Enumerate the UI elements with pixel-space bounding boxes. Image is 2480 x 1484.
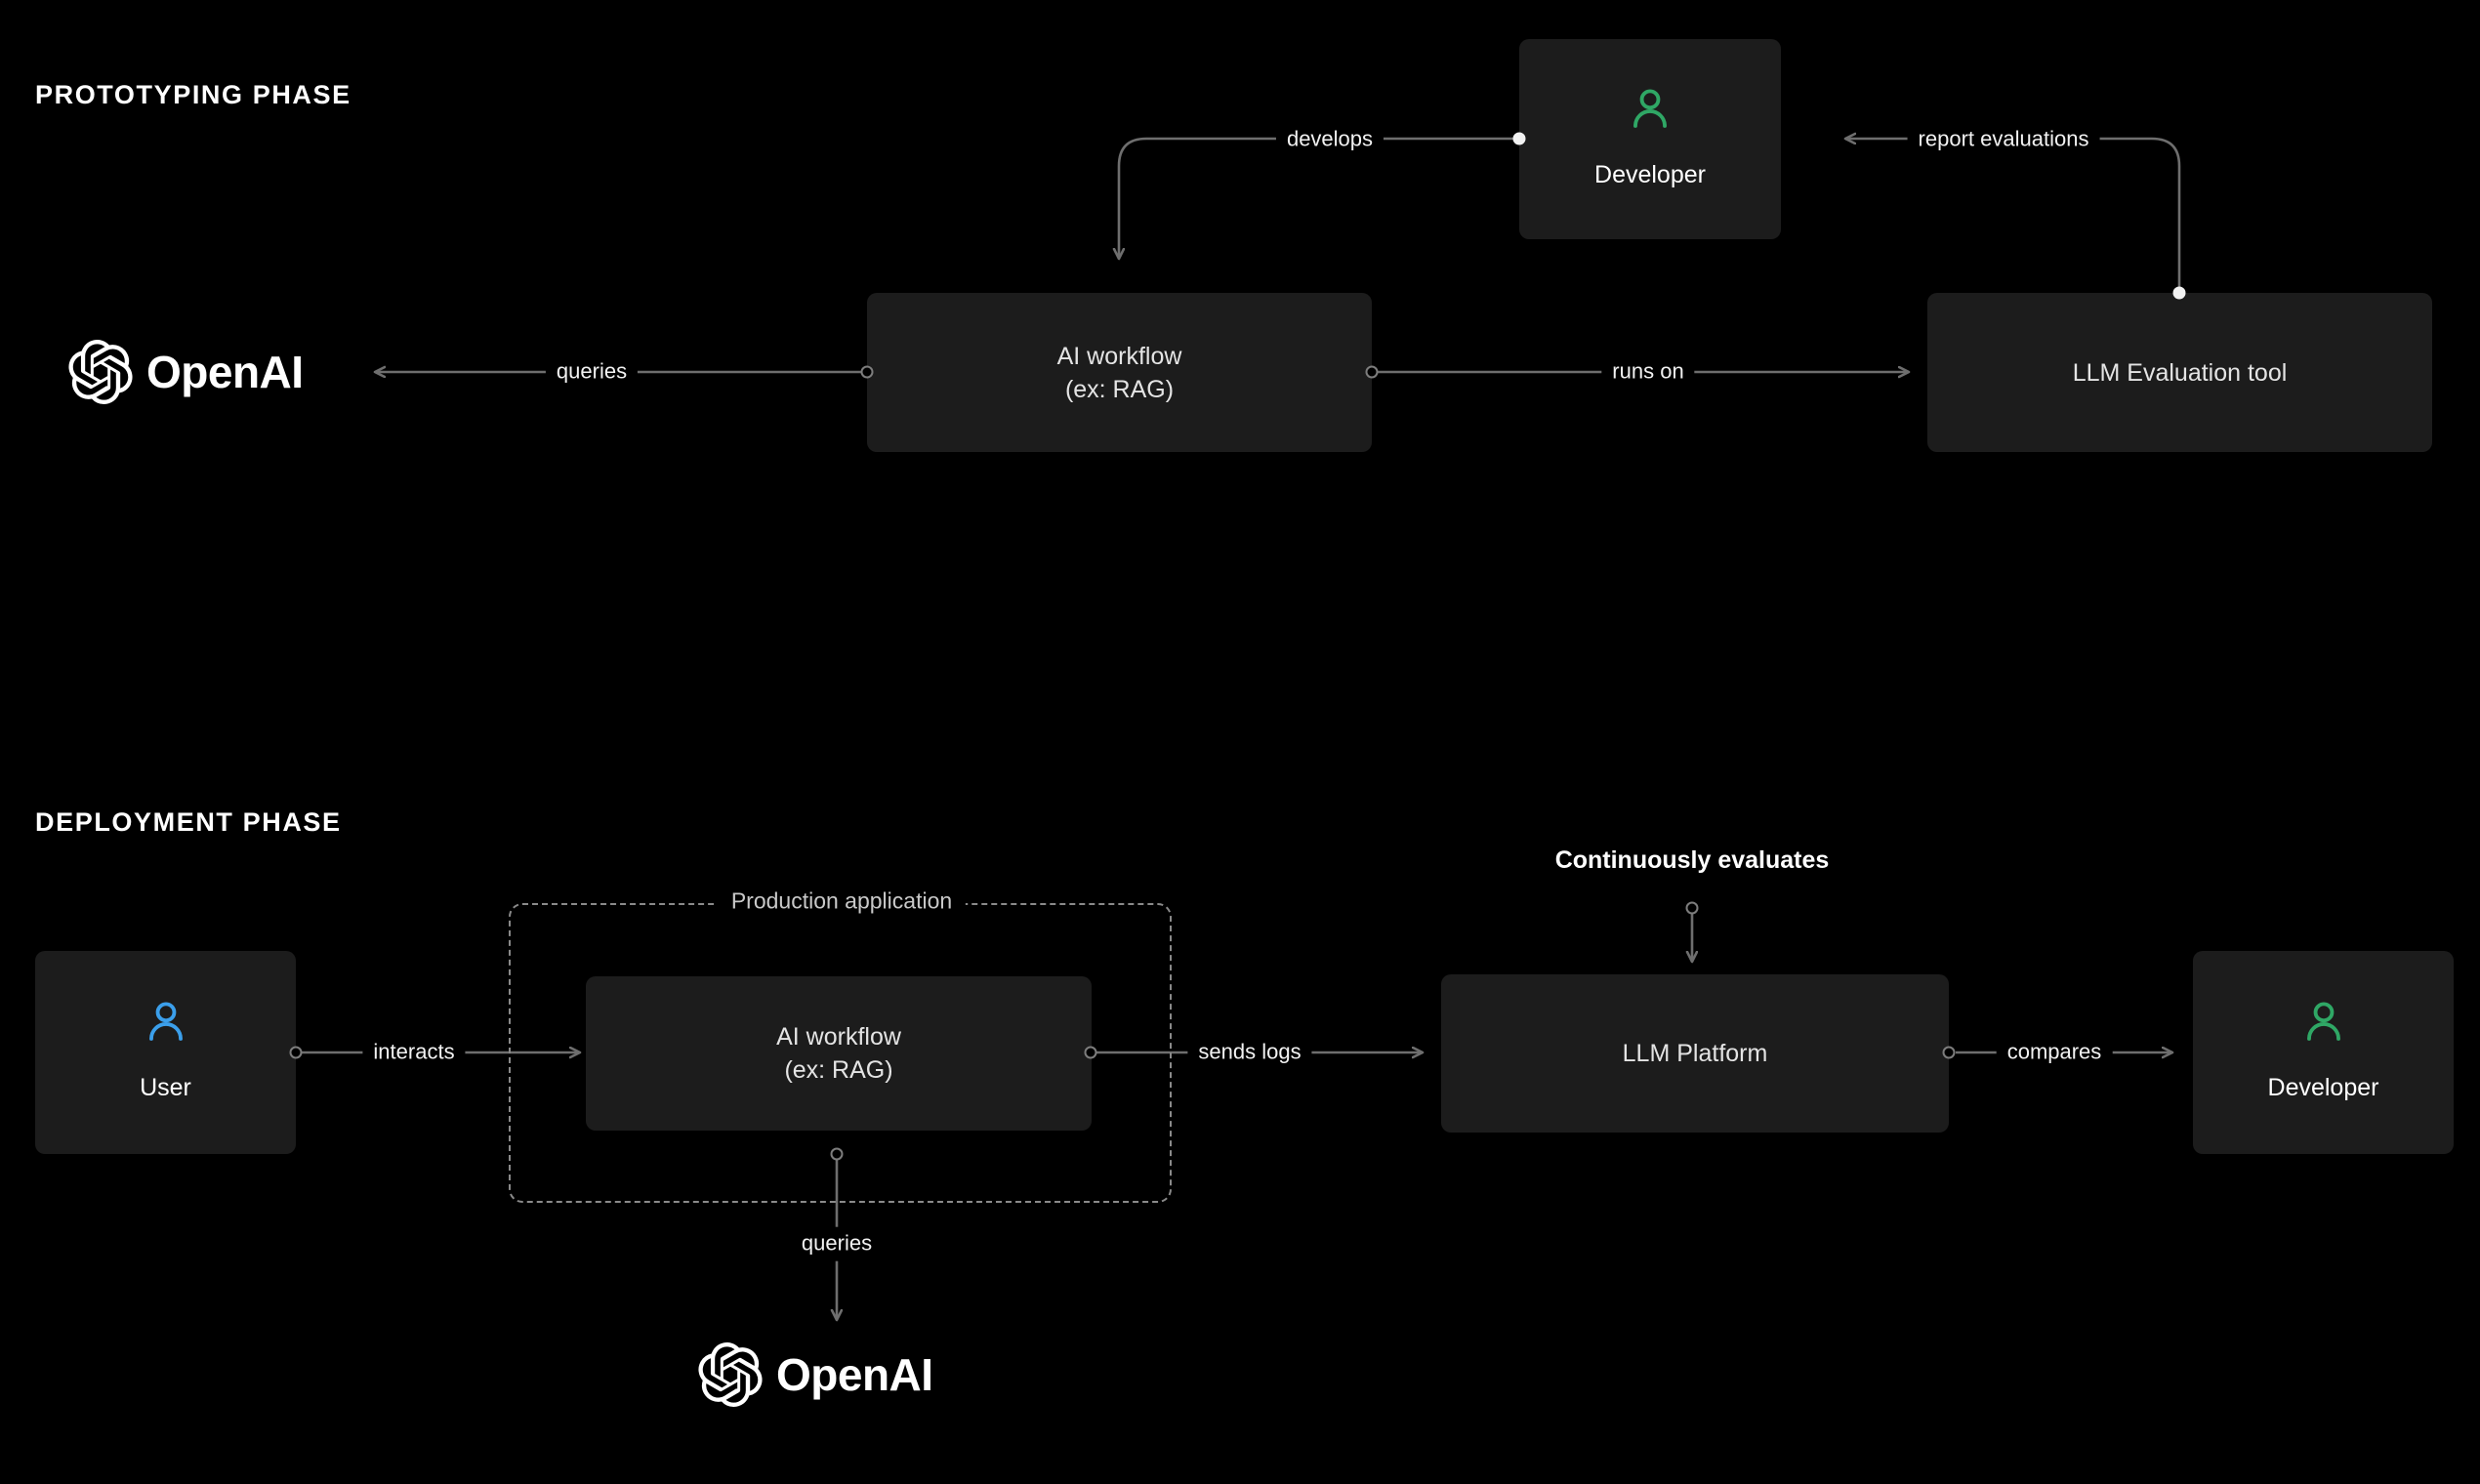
phase-title-prototyping: PROTOTYPING PHASE (35, 80, 351, 109)
node-developer-label: Developer (1594, 160, 1706, 188)
edge-label-sends-logs: sends logs (1187, 1035, 1312, 1070)
edge-develops (1119, 137, 1514, 259)
node-developer-label: Developer (2267, 1074, 2379, 1101)
person-icon (1629, 88, 1672, 133)
node-llm-platform[interactable]: LLM Platform (1441, 974, 1949, 1133)
edge-label-compares: compares (1996, 1035, 2113, 1070)
openai-wordmark-label: OpenAI (776, 1349, 933, 1400)
openai-wordmark-label: OpenAI (146, 347, 304, 397)
node-llm-evaluation-tool[interactable]: LLM Evaluation tool (1927, 293, 2432, 452)
openai-logo-icon (68, 340, 133, 405)
node-user[interactable]: User (35, 951, 296, 1154)
edge-label-queries-prototyping: queries (545, 354, 639, 390)
port-ai-workflow-bottom[interactable] (830, 1147, 844, 1161)
port-llm-platform-right[interactable] (1942, 1046, 1956, 1059)
port-eval-tool-top[interactable] (2172, 286, 2186, 300)
edge-label-runs-on: runs on (1601, 354, 1695, 390)
port-ai-workflow-left[interactable] (860, 365, 874, 379)
node-user-label: User (140, 1074, 191, 1101)
node-llm-platform-label: LLM Platform (1622, 1040, 1768, 1067)
edge-label-report-evaluations: report evaluations (1907, 122, 2100, 157)
node-llm-evaluation-tool-label: LLM Evaluation tool (2072, 358, 2288, 387)
port-developer-left[interactable] (1512, 132, 1526, 145)
edge-label-queries-deployment: queries (790, 1226, 884, 1261)
edge-label-develops: develops (1275, 122, 1385, 157)
person-icon (145, 1001, 187, 1046)
node-ai-workflow-label: AI workflow (ex: RAG) (776, 1023, 901, 1084)
port-ai-workflow-right[interactable] (1365, 365, 1379, 379)
port-continuously-evaluates[interactable] (1685, 901, 1699, 915)
phase-title-deployment: DEPLOYMENT PHASE (35, 807, 342, 837)
port-ai-workflow-right[interactable] (1084, 1046, 1097, 1059)
node-ai-workflow-label: AI workflow (ex: RAG) (1056, 342, 1182, 403)
person-icon (2302, 1001, 2345, 1046)
edge-label-continuously-evaluates: Continuously evaluates (1554, 845, 1830, 874)
group-production-application-title: Production application (717, 887, 967, 915)
node-developer-deployment[interactable]: Developer (2193, 951, 2454, 1154)
node-ai-workflow-prototyping[interactable]: AI workflow (ex: RAG) (867, 293, 1372, 452)
openai-logo-deployment: OpenAI (698, 1342, 933, 1408)
node-ai-workflow-deployment[interactable]: AI workflow (ex: RAG) (586, 976, 1092, 1131)
port-user-right[interactable] (289, 1046, 303, 1059)
openai-logo-prototyping: OpenAI (68, 340, 304, 405)
node-developer-prototyping[interactable]: Developer (1519, 39, 1781, 239)
openai-logo-icon (698, 1342, 763, 1408)
edge-report-evaluations (1845, 139, 2181, 291)
edge-label-interacts: interacts (362, 1035, 466, 1070)
